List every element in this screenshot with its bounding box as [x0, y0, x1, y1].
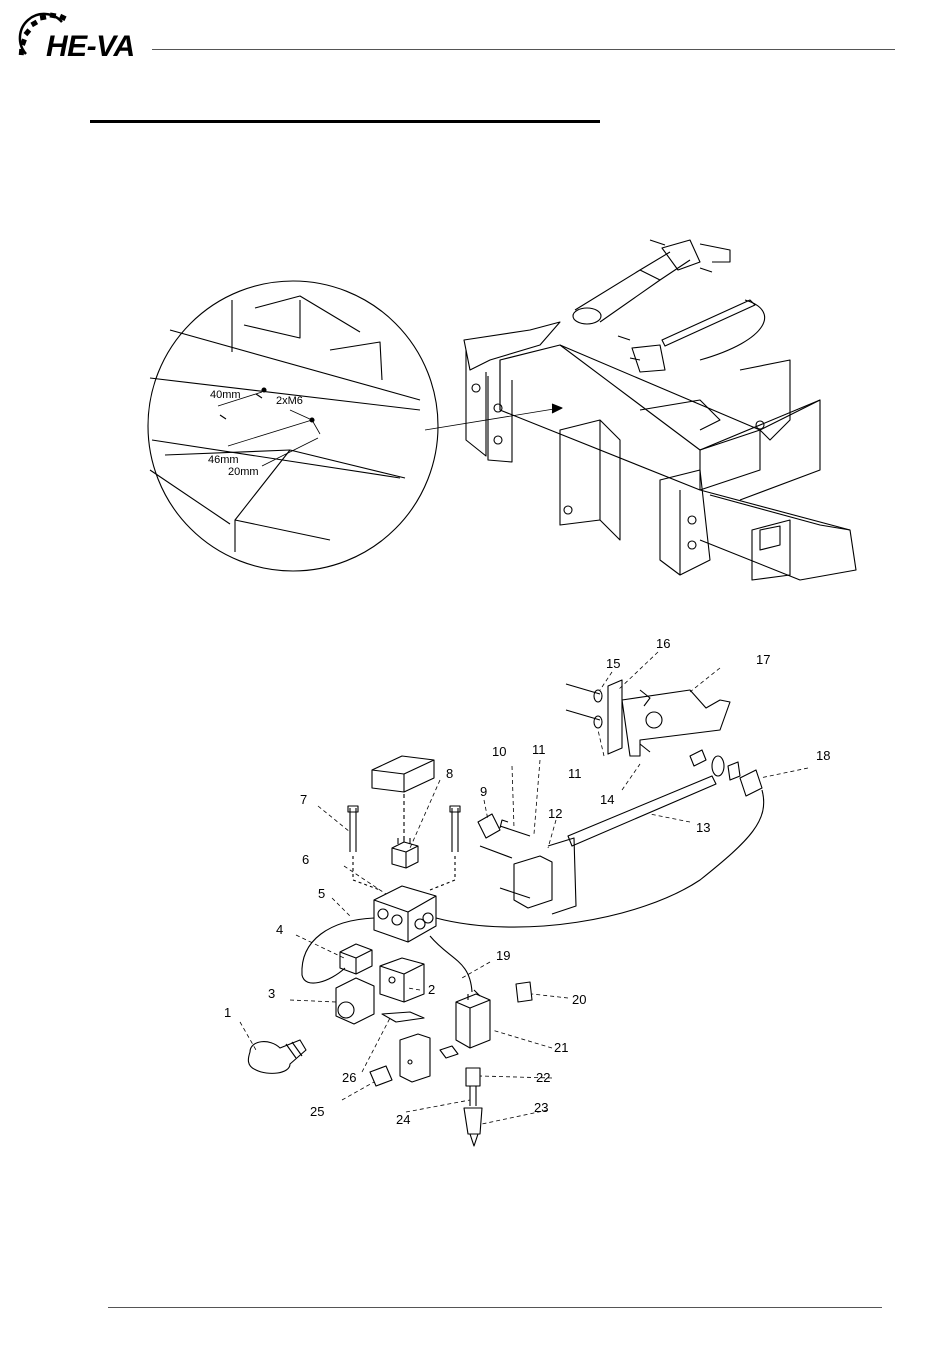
- part-label: 6: [302, 852, 309, 867]
- part-label: 7: [300, 792, 307, 807]
- part-label: 4: [276, 922, 283, 937]
- dim-40mm: 40mm: [210, 389, 241, 401]
- part-label: 11: [568, 766, 582, 781]
- part-label: 25: [310, 1104, 324, 1119]
- part-label: 20: [572, 992, 586, 1007]
- part-label: 10: [492, 744, 506, 759]
- detail-circle: [148, 281, 438, 571]
- part-label: 8: [446, 766, 453, 781]
- part-label: 21: [554, 1040, 568, 1055]
- dim-46mm: 46mm: [208, 454, 239, 466]
- part-labels: 1 2 3 4 5 6 7 8 9 10 11 11 12 13 14 15 1…: [224, 636, 830, 1127]
- part-label: 12: [548, 806, 562, 821]
- part-label: 19: [496, 948, 510, 963]
- part-label: 2: [428, 982, 435, 997]
- part-label: 9: [480, 784, 487, 799]
- part-label: 3: [268, 986, 275, 1001]
- part-label: 14: [600, 792, 614, 807]
- frame-assembly: [464, 240, 856, 580]
- part-label: 18: [816, 748, 830, 763]
- part-label: 15: [606, 656, 620, 671]
- part-label: 1: [224, 1005, 231, 1020]
- part-label: 26: [342, 1070, 356, 1085]
- part-label: 16: [656, 636, 670, 651]
- dim-20mm: 20mm: [228, 466, 259, 478]
- part-label: 24: [396, 1112, 410, 1127]
- part-label: 11: [532, 742, 546, 757]
- part-label: 13: [696, 820, 710, 835]
- bolt-spec: 2xM6: [276, 395, 303, 407]
- part-label: 23: [534, 1100, 548, 1115]
- part-label: 22: [536, 1070, 550, 1085]
- part-label: 17: [756, 652, 770, 667]
- part-label: 5: [318, 886, 325, 901]
